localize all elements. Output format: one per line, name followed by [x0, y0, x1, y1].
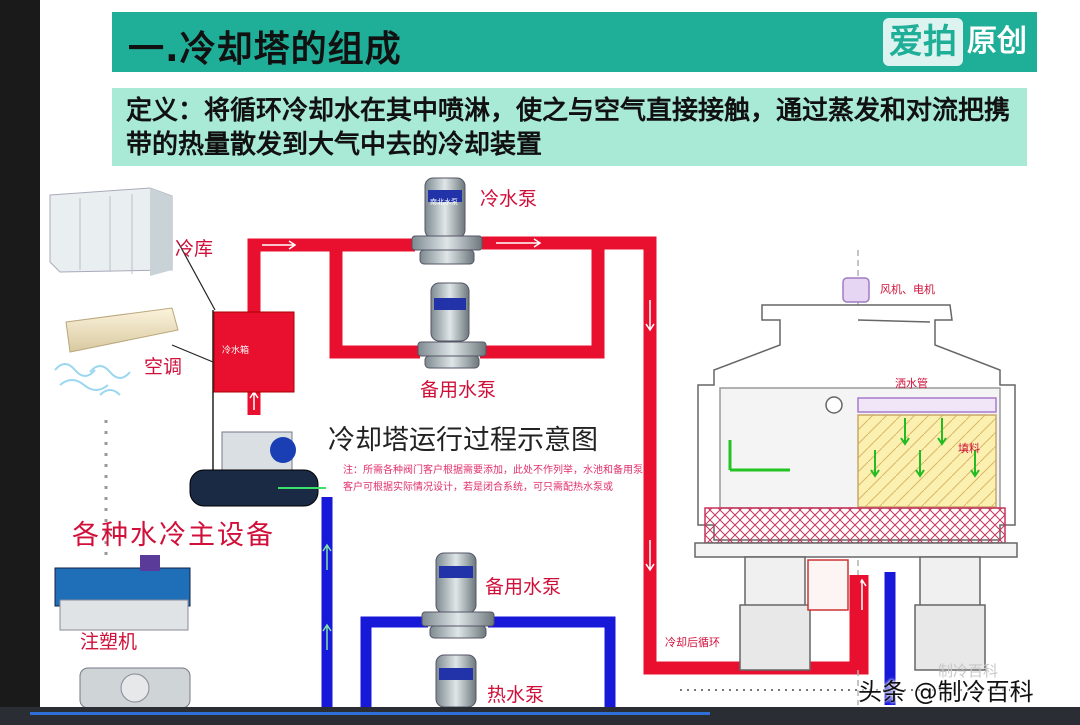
- hot-water-pump-icon: [435, 654, 477, 708]
- pump-plate-label: 南北水泵: [430, 198, 458, 206]
- cold-water-pump-label: 冷水泵: [480, 188, 538, 210]
- air-conditioner-label: 空调: [144, 356, 183, 378]
- watermark: 头条 @制冷百科: [858, 678, 1034, 706]
- spray-arrows: [870, 418, 980, 478]
- fan-motor-label: 风机、电机: [880, 283, 935, 296]
- definition-box: 定义：将循环冷却水在其中喷淋，使之与空气直接接触，通过蒸发和对流把携带的热量散发…: [112, 88, 1027, 166]
- diagram-caption: 冷却塔运行过程示意图: [328, 425, 598, 456]
- cooling-cycle-label: 冷却后循环: [665, 636, 720, 649]
- spray-pipe-label: 洒水管: [895, 377, 928, 390]
- title-bar: 一.冷却塔的组成 爱拍 原创: [112, 12, 1037, 72]
- machine-bottom-icon: [79, 667, 191, 709]
- water-chiller-icon: [189, 431, 326, 507]
- cold-storage-icon: [49, 187, 173, 276]
- cold-water-pipes: [321, 497, 896, 712]
- diagram-note: 注：所需各种阀门客户根据需要添加，此处不作列举，水池和备用泵客户可根据实际情况设…: [343, 465, 643, 493]
- cooling-tower-icon: [680, 250, 1018, 705]
- injection-machine-icon: [54, 555, 191, 631]
- logo-part2: 原创: [967, 24, 1027, 59]
- definition-text: 定义：将循环冷却水在其中喷淋，使之与空气直接接触，通过蒸发和对流把携带的热量散发…: [126, 96, 1011, 160]
- hot-water-pump-label: 热水泵: [487, 684, 545, 706]
- water-cooled-equipment-label: 各种水冷主设备: [72, 520, 275, 551]
- fill-label: 填料: [958, 442, 980, 455]
- cold-water-pump-icon: [411, 177, 483, 265]
- standby-pump-top-label: 备用水泵: [420, 379, 497, 401]
- slide-title: 一.冷却塔的组成: [128, 29, 402, 70]
- standby-pump-top-icon: [417, 282, 487, 369]
- standby-pump-bottom-label: 备用水泵: [485, 576, 562, 598]
- air-conditioner-icon: [54, 307, 179, 396]
- watermark-faint: 制冷百科: [938, 662, 999, 680]
- aipai-logo: 爱拍 原创: [883, 16, 1037, 68]
- cold-water-tank: [213, 311, 295, 393]
- injection-machine-label: 注塑机: [80, 631, 138, 653]
- video-progress-bar[interactable]: [30, 712, 710, 715]
- cold-storage-label: 冷库: [175, 238, 214, 260]
- left-frame: [0, 0, 40, 725]
- bottom-bar: [0, 707, 1080, 725]
- logo-part1: 爱拍: [883, 18, 963, 66]
- tank-label: 冷水箱: [222, 346, 250, 356]
- standby-pump-bottom-icon: [421, 552, 495, 639]
